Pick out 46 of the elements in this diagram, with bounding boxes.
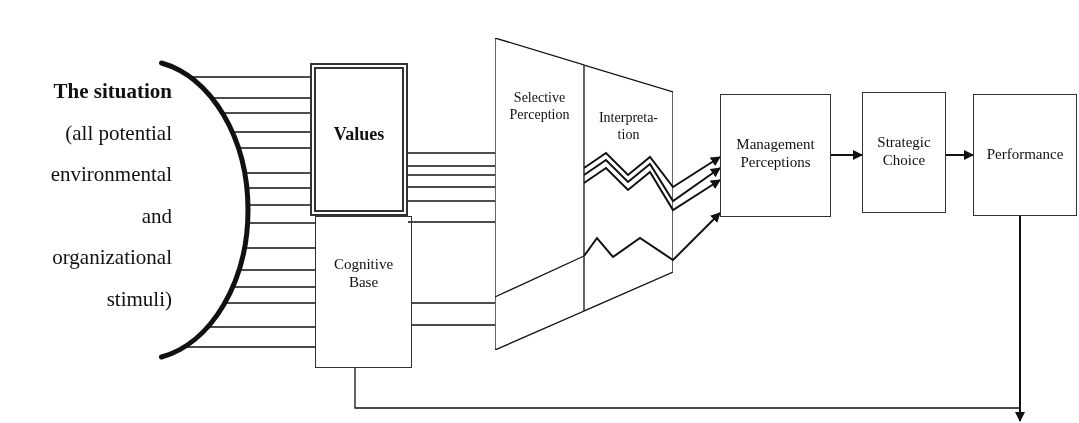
process-box [315, 216, 412, 368]
connector-line [233, 131, 311, 133]
connector-line [407, 174, 496, 176]
box-label: Strategic Choice [876, 133, 932, 169]
connector-line [249, 204, 311, 206]
description-text: (all potential environmental and organizational stimuli) [49, 119, 172, 313]
connector-line [248, 187, 311, 189]
box-label: Interpreta- tion [597, 110, 660, 144]
box-label: Performance [985, 145, 1065, 163]
connector-line [354, 367, 1021, 409]
connector-line [191, 76, 311, 78]
connector-line [407, 200, 496, 202]
arrow [945, 150, 974, 160]
arrow [1015, 215, 1025, 422]
connector-line [407, 165, 496, 167]
connector-line [213, 97, 311, 99]
process-box [310, 63, 408, 216]
process-box [862, 92, 946, 213]
connector-line [240, 269, 316, 271]
process-box [973, 94, 1077, 216]
connector-line [239, 147, 311, 149]
box-label: Management Perceptions [735, 135, 816, 171]
connector-line [407, 221, 496, 223]
connector-line [248, 222, 316, 224]
box-label: Cognitive Base [332, 255, 395, 291]
connector-line [223, 112, 311, 114]
arrow [583, 151, 721, 189]
connector-line [411, 324, 496, 326]
arrow [583, 166, 721, 212]
arrow [583, 158, 721, 203]
connector-line [226, 302, 316, 304]
connector-line [245, 247, 316, 249]
connector-line [208, 326, 316, 328]
box-label: Values [332, 124, 386, 146]
connector-line [407, 186, 496, 188]
connector-line [407, 152, 496, 154]
connector-line [494, 255, 585, 298]
heading-text: The situation [52, 78, 172, 105]
box-label: Selective Perception [508, 90, 571, 124]
arrow [830, 150, 863, 160]
arrow [583, 212, 721, 262]
process-box [720, 94, 831, 217]
connector-line [411, 302, 496, 304]
connector-line [234, 286, 316, 288]
connector-line [185, 346, 316, 348]
connector-line [246, 172, 311, 174]
